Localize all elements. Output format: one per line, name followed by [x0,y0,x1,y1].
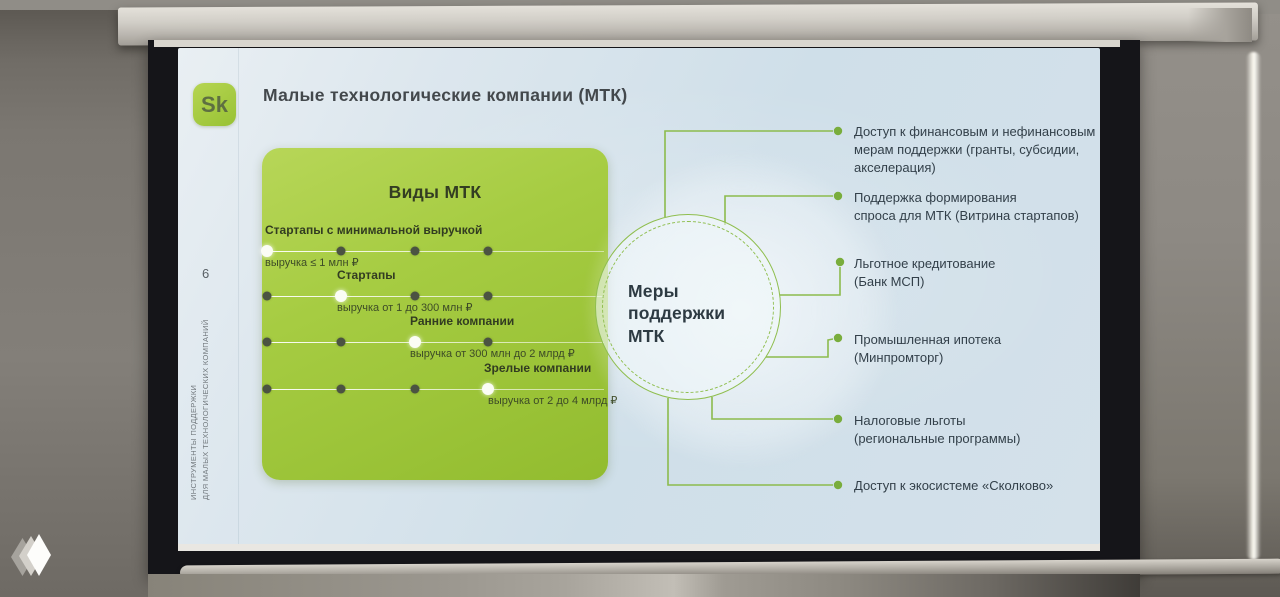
stage-dot [410,291,420,301]
stage-dot-active [409,336,421,348]
stage-revenue-1: выручка ≤ 1 млн ₽ [265,257,359,269]
screen-housing-endcap [1188,8,1252,42]
support-measure-item: Налоговые льготы (региональные программы… [854,413,1021,446]
screen-fabric-strip [178,542,1100,551]
stage-dot [262,291,272,301]
stage-label-4: Зрелые компании [484,361,592,375]
room-wall-bottom [148,574,1140,597]
stage-dot [336,384,346,394]
stage-dot [483,291,493,301]
page-number: 6 [202,266,210,281]
stage-revenue-4: выручка от 2 до 4 млрд ₽ [488,395,618,407]
stage-dot [410,384,420,394]
projection-screen: Sk Малые технологические компании (МТК) … [148,40,1140,575]
stage-label-2: Стартапы [337,268,396,282]
stage-track-3 [265,341,604,343]
support-circle-label: Меры поддержки МТК [628,281,726,346]
support-measure-item: Промышленная ипотека (Минпромторг) [854,332,1002,365]
stage-dot-active [335,290,347,302]
stage-dot [483,246,493,256]
support-measures-circle [595,214,781,400]
stage-dot [336,337,346,347]
bullet-dot [835,257,845,267]
stage-track-2 [265,295,604,297]
stage-dot-active [482,383,494,395]
connector-lines [664,126,845,490]
slide-title: Малые технологические компании (МТК) [263,85,628,105]
bullet-dot [833,126,843,136]
types-panel-title: Виды МТК [388,182,482,202]
stage-dot-active [261,245,273,257]
bullet-dot [833,480,843,490]
stage-dot [262,337,272,347]
bullet-dot [833,333,843,343]
support-measure-item: Льготное кредитование (Банк МСП) [854,256,996,289]
presentation-slide: Sk Малые технологические компании (МТК) … [178,48,1100,544]
room-wall-left [0,0,150,597]
bullet-dot [833,414,843,424]
screen-crease [238,48,239,544]
stage-label-3: Ранние компании [410,314,515,328]
types-of-mtk-panel: Виды МТК Стартапы с минимальной выручкой… [261,148,617,480]
bullet-dot [833,191,843,201]
dashed-circle [602,221,774,393]
stage-revenue-2: выручка от 1 до 300 млн ₽ [337,302,473,314]
support-measure-item: Доступ к экосистеме «Сколково» [854,478,1054,493]
stage-label-1: Стартапы с минимальной выручкой [265,223,483,237]
stage-dot [483,337,493,347]
wall-light-strip [1246,52,1261,560]
stage-track-4 [265,388,604,390]
support-measure-item: Доступ к финансовым и нефинансовым мерам… [854,124,1096,175]
stage-revenue-3: выручка от 300 млн до 2 млрд ₽ [410,348,575,360]
stage-track-1 [265,250,604,252]
support-measure-item: Поддержка формирования спроса для МТК (В… [854,190,1079,223]
stage-dot [262,384,272,394]
skolkovo-logo: Sk [193,83,236,126]
screen-top-edge [154,40,1120,47]
stage-dot [336,246,346,256]
stage-dot [410,246,420,256]
